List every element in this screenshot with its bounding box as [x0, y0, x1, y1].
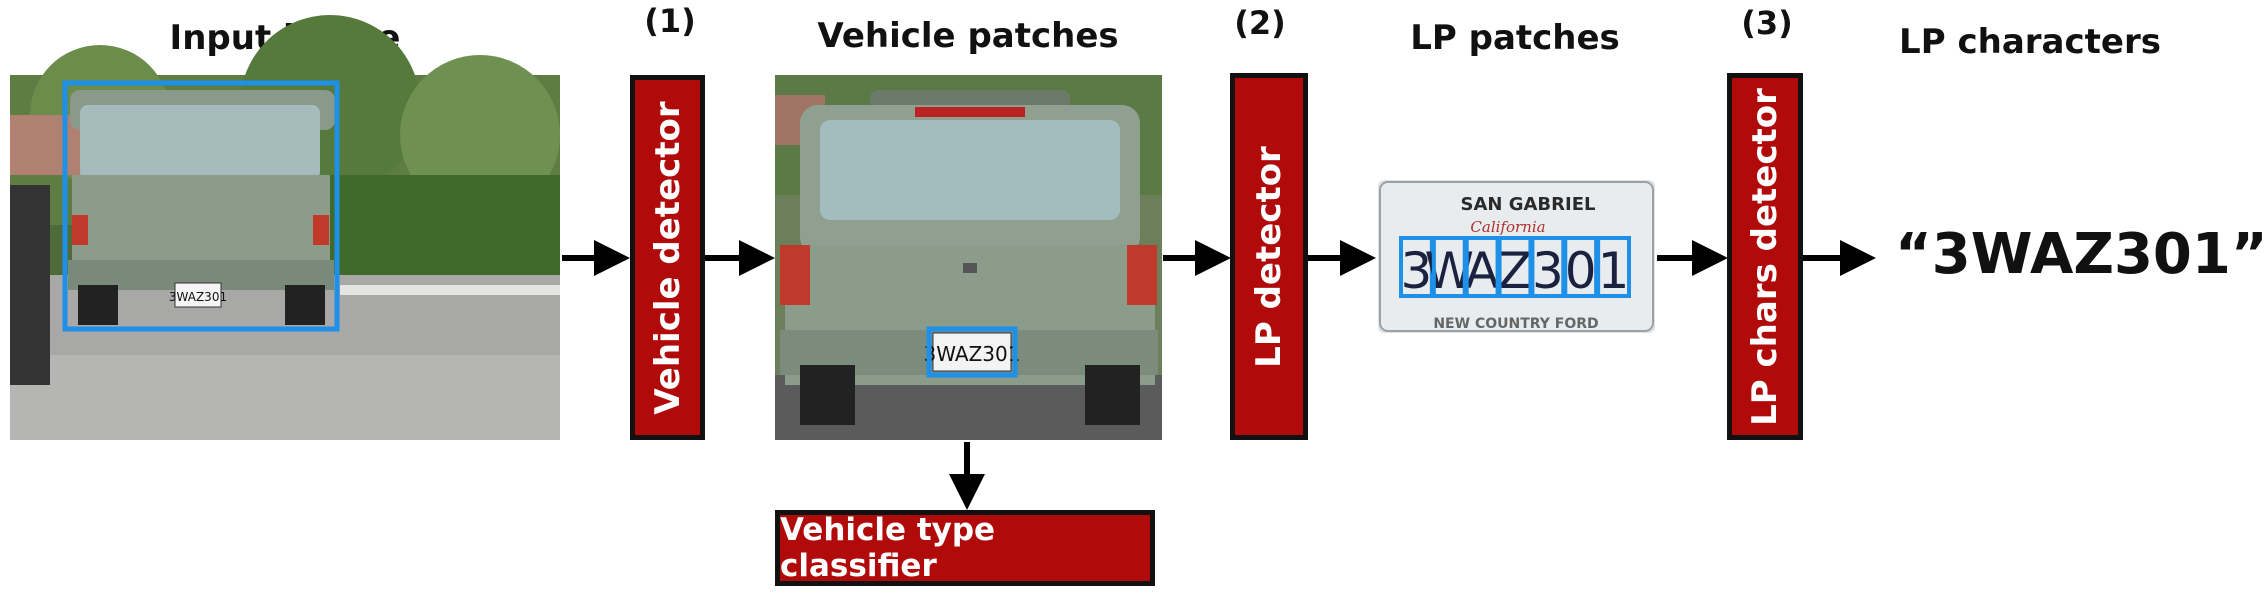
plate-header-text: SAN GABRIEL	[1461, 194, 1596, 215]
plate-script-text: California	[1470, 218, 1545, 236]
char-box-2	[1464, 236, 1500, 298]
char-box-1	[1431, 236, 1467, 298]
lp-chars-detector-block: LP chars detector	[1727, 73, 1803, 440]
vehicle-type-classifier-label: Vehicle type classifier	[780, 512, 996, 584]
step-1-number: (1)	[644, 2, 696, 40]
plate-char-4: 3	[1532, 242, 1564, 300]
char-box-6	[1596, 236, 1631, 298]
input-image: 3WAZ301	[10, 15, 560, 440]
vehicle-patches-label: Vehicle patches	[817, 16, 1119, 56]
plate-char-3: Z	[1498, 242, 1532, 300]
plate-char-0: 3	[1401, 242, 1433, 300]
char-box-5	[1563, 236, 1599, 298]
plate-footer-text: NEW COUNTRY FORD	[1433, 316, 1598, 332]
small-plate-text: 3WAZ301	[169, 290, 227, 304]
lp-characters-label: LP characters	[1899, 22, 2161, 62]
patch-plate-text: 3WAZ301	[924, 342, 1021, 366]
plate-char-2: A	[1465, 242, 1499, 300]
vehicle-type-classifier-block: Vehicle type classifier	[775, 510, 1155, 586]
flow-arrows	[562, 240, 1876, 510]
step-3-number: (3)	[1741, 4, 1793, 42]
vehicle-detector-block: Vehicle detector	[630, 75, 705, 440]
lp-patch-image: SAN GABRIEL California NEW COUNTRY FORD …	[1378, 180, 1655, 333]
vehicle-patch-image: 3WAZ301	[775, 75, 1162, 440]
lp-characters-output: “3WAZ301”	[1895, 222, 2268, 287]
step-2-number: (2)	[1234, 4, 1286, 42]
lp-detector-block: LP detector	[1230, 73, 1308, 440]
plate-char-6: 1	[1598, 242, 1630, 300]
lp-patches-label: LP patches	[1410, 18, 1620, 58]
plate-char-5: 0	[1565, 242, 1597, 300]
